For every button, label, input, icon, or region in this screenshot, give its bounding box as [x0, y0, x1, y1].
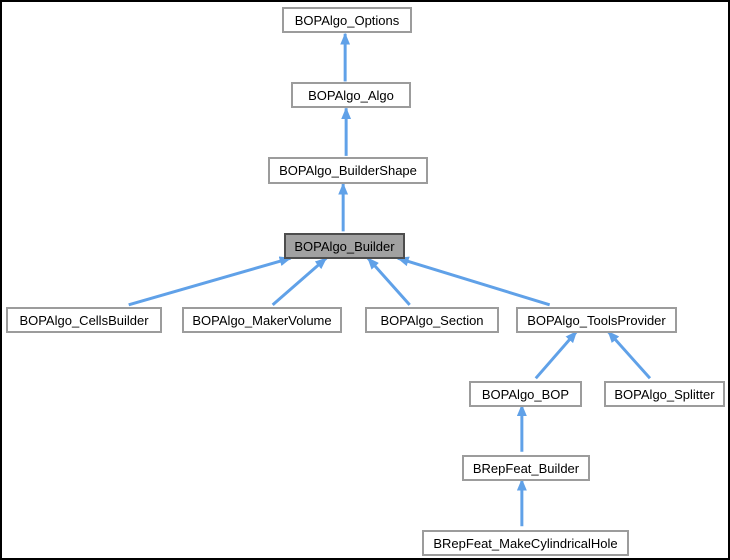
inheritance-arrow-toolsprovider-to-builder: [396, 256, 551, 307]
class-node-cellsbuilder[interactable]: BOPAlgo_CellsBuilder: [6, 307, 162, 333]
class-node-makecylhole[interactable]: BRepFeat_MakeCylindricalHole: [422, 530, 629, 556]
class-node-brepfeat_builder[interactable]: BRepFeat_Builder: [462, 455, 590, 481]
inheritance-arrow-splitter-to-toolsprovider: [607, 330, 652, 380]
class-node-section[interactable]: BOPAlgo_Section: [365, 307, 499, 333]
class-node-bop[interactable]: BOPAlgo_BOP: [469, 381, 582, 407]
class-node-options[interactable]: BOPAlgo_Options: [282, 7, 412, 33]
class-node-makervolume[interactable]: BOPAlgo_MakerVolume: [182, 307, 342, 333]
inheritance-arrow-cellsbuilder-to-builder: [128, 256, 292, 307]
class-node-splitter[interactable]: BOPAlgo_Splitter: [604, 381, 725, 407]
inheritance-arrow-makervolume-to-builder: [271, 257, 328, 306]
class-node-toolsprovider[interactable]: BOPAlgo_ToolsProvider: [516, 307, 677, 333]
class-node-algo[interactable]: BOPAlgo_Algo: [291, 82, 411, 108]
inheritance-arrow-section-to-builder: [366, 257, 411, 306]
class-node-buildershape[interactable]: BOPAlgo_BuilderShape: [268, 157, 428, 184]
inheritance-arrow-bop-to-toolsprovider: [534, 330, 578, 380]
class-node-builder: BOPAlgo_Builder: [284, 233, 405, 259]
